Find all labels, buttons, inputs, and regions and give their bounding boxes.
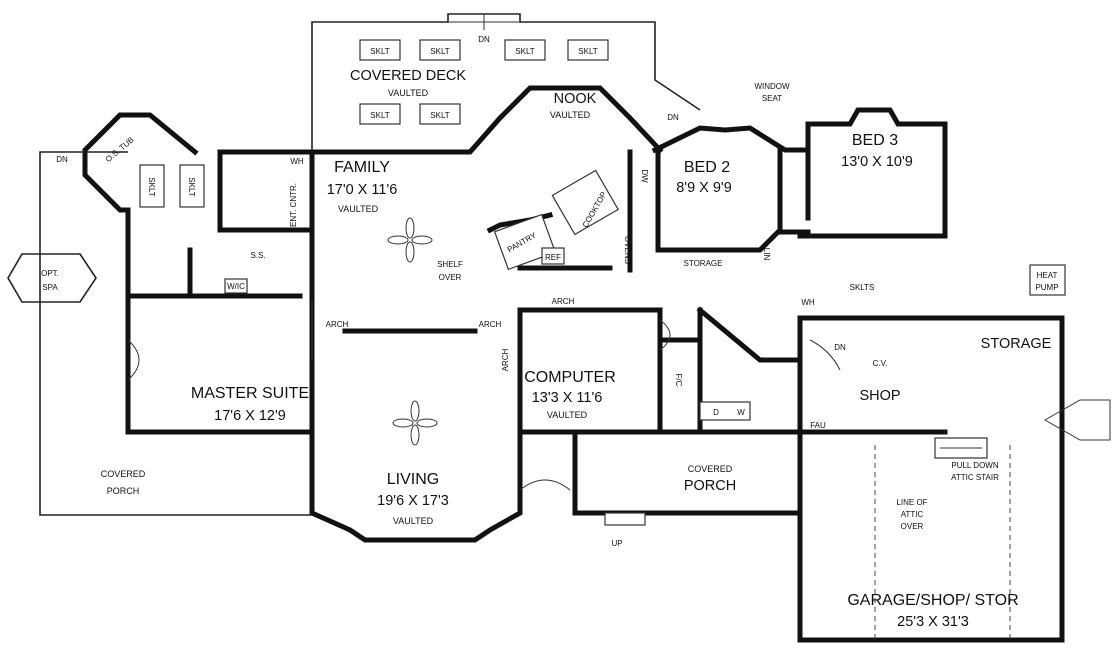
sklts-label: SKLTS xyxy=(850,283,875,292)
cv-label: C.V. xyxy=(873,359,888,368)
dn-label: DN xyxy=(478,35,490,44)
skylight-label: SKLT xyxy=(515,47,535,56)
computer-note: VAULTED xyxy=(547,410,588,420)
covered-deck-note: VAULTED xyxy=(388,88,429,98)
skylight-label: SKLT xyxy=(370,111,390,120)
bed2-name: BED 2 xyxy=(684,159,730,176)
ovens-label: OVENS xyxy=(623,236,632,264)
living-size: 19'6 X 17'3 xyxy=(377,493,449,509)
arch-label: ARCH xyxy=(501,348,510,371)
arch-label: ARCH xyxy=(552,297,575,306)
skylight-label: SKLT xyxy=(147,177,156,197)
wh-label-2: WH xyxy=(801,298,815,307)
fc-label: F/C xyxy=(674,374,683,387)
up-label: UP xyxy=(611,539,622,548)
walls xyxy=(82,85,1065,643)
center-porch-line2: PORCH xyxy=(684,478,736,494)
line-of-attic-line1: LINE OF xyxy=(896,498,927,507)
living-name: LIVING xyxy=(387,471,439,488)
details xyxy=(7,39,1111,640)
bed3-name: BED 3 xyxy=(852,132,898,149)
opt-spa-line1: OPT. xyxy=(41,269,59,278)
family-size: 17'0 X 11'6 xyxy=(327,182,398,198)
dn-label: DN xyxy=(834,343,846,352)
dryer-label: D xyxy=(713,408,719,417)
skylight-label: SKLT xyxy=(578,47,598,56)
room-labels: COVERED DECK VAULTED FAMILY 17'0 X 11'6 … xyxy=(101,68,1052,630)
lin-label: LIN xyxy=(762,248,771,261)
covered-deck xyxy=(311,13,701,152)
bed2-size: 8'9 X 9'9 xyxy=(676,180,732,196)
skylight-label: SKLT xyxy=(187,177,196,197)
pull-down-line1: PULL DOWN xyxy=(951,461,998,470)
covered-deck-name: COVERED DECK xyxy=(350,68,466,84)
nook-name: NOOK xyxy=(554,91,597,107)
washer-label: W xyxy=(737,408,745,417)
skylight-label: SKLT xyxy=(430,111,450,120)
bed3-size: 13'0 X 10'9 xyxy=(841,154,913,170)
window-seat-line1: WINDOW xyxy=(754,82,790,91)
master-suite-name: MASTER SUITE xyxy=(191,385,309,402)
sklt-labels: SKLT SKLT SKLT SKLT SKLT SKLT SKLT SKLT xyxy=(147,47,598,197)
dn-label: DN xyxy=(56,155,68,164)
heat-pump-line1: HEAT xyxy=(1037,271,1058,280)
computer-size: 13'3 X 11'6 xyxy=(532,390,603,406)
garage-name: GARAGE/SHOP/ STOR xyxy=(847,592,1018,609)
dw-label: DW xyxy=(640,169,649,183)
center-porch-line1: COVERED xyxy=(688,464,733,474)
ref-label: REF xyxy=(545,253,561,262)
garage-size: 25'3 X 31'3 xyxy=(897,614,969,630)
heat-pump-line2: PUMP xyxy=(1035,283,1058,292)
left-porch-line1: COVERED xyxy=(101,469,146,479)
shelf-over-line2: OVER xyxy=(439,273,462,282)
storage-name: STORAGE xyxy=(981,336,1052,352)
family-name: FAMILY xyxy=(334,159,390,176)
arch-label: ARCH xyxy=(326,320,349,329)
line-of-attic-line3: OVER xyxy=(901,522,924,531)
wh-label: WH xyxy=(290,157,304,166)
wic-label: W/IC xyxy=(227,282,245,291)
fau-label: FAU xyxy=(810,421,826,430)
family-note: VAULTED xyxy=(338,204,379,214)
shelf-over-line1: SHELF xyxy=(437,260,463,269)
living-note: VAULTED xyxy=(393,516,434,526)
dn-label: DN xyxy=(667,113,679,122)
window-seat-line2: SEAT xyxy=(762,94,782,103)
left-porch-line2: PORCH xyxy=(107,486,140,496)
line-of-attic-line2: ATTIC xyxy=(901,510,924,519)
arch-label: ARCH xyxy=(479,320,502,329)
computer-name: COMPUTER xyxy=(524,369,616,386)
nook-note: VAULTED xyxy=(550,110,591,120)
ss-label: S.S. xyxy=(250,251,265,260)
skylight-label: SKLT xyxy=(430,47,450,56)
master-suite-size: 17'6 X 12'9 xyxy=(214,408,286,424)
ent-cntr-label: ENT. CNTR. xyxy=(289,183,298,227)
pull-down-line2: ATTIC STAIR xyxy=(951,473,999,482)
storage-small-label: STORAGE xyxy=(684,259,723,268)
os-tub-label: O.S. TUB xyxy=(104,135,136,164)
skylight-label: SKLT xyxy=(370,47,390,56)
shop-name: SHOP xyxy=(859,388,900,404)
opt-spa-line2: SPA xyxy=(42,283,58,292)
